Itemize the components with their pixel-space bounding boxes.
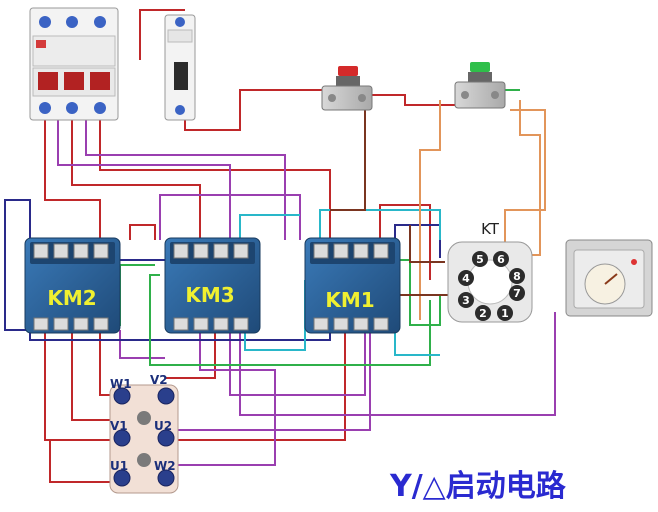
timer-pin-label: 5 bbox=[476, 253, 484, 266]
terminal-label: V2 bbox=[150, 373, 168, 387]
terminal-label: V1 bbox=[110, 419, 128, 433]
timer-pin-5: 5 bbox=[472, 251, 488, 267]
terminal-u1: U1 bbox=[110, 459, 131, 487]
timer-pin-7: 7 bbox=[509, 285, 525, 301]
breaker-lever-1[interactable] bbox=[38, 72, 58, 90]
wires-purple bbox=[57, 118, 556, 466]
timer-pin-3: 3 bbox=[458, 292, 474, 308]
timer-label: KT bbox=[481, 220, 500, 238]
terminal-label: U2 bbox=[154, 419, 172, 433]
breaker-lever[interactable] bbox=[174, 62, 188, 90]
terminal-w1: W1 bbox=[110, 377, 132, 405]
timer-pin-4: 4 bbox=[458, 270, 474, 286]
timer-pin-6: 6 bbox=[493, 251, 509, 267]
timer-pin-1: 1 bbox=[497, 305, 513, 321]
stop-button[interactable] bbox=[321, 66, 373, 111]
contactor-km3: KM3 bbox=[164, 237, 261, 334]
terminal-label: W2 bbox=[154, 459, 176, 473]
motor-terminal-block bbox=[109, 384, 179, 494]
terminal-u2: U2 bbox=[154, 419, 175, 447]
timer-pin-label: 2 bbox=[479, 307, 487, 320]
breaker-logo-mark bbox=[36, 40, 46, 48]
timer-relay-unit bbox=[565, 239, 653, 317]
three-pole-breaker bbox=[29, 7, 119, 121]
wires bbox=[4, 9, 556, 483]
timer-pin-label: 3 bbox=[462, 294, 470, 307]
timer-pin-8: 8 bbox=[509, 268, 525, 284]
terminal-v1: V1 bbox=[110, 419, 131, 447]
contactor-km3-label: KM3 bbox=[185, 283, 234, 307]
terminal-w2: W2 bbox=[154, 459, 176, 487]
wires-orange bbox=[419, 100, 546, 320]
timer-pin-label: 1 bbox=[501, 307, 509, 320]
contactor-km2: KM2 bbox=[24, 237, 121, 334]
contactor-km1: KM1 bbox=[304, 237, 401, 334]
diagram-caption: Y/△启动电路 bbox=[389, 469, 567, 504]
timer-pin-label: 4 bbox=[462, 272, 470, 285]
terminal-v2: V2 bbox=[150, 373, 175, 405]
single-pole-breaker bbox=[164, 14, 196, 121]
contactor-km1-label: KM1 bbox=[325, 288, 374, 312]
breaker-lever-3[interactable] bbox=[90, 72, 110, 90]
breaker-lever-2[interactable] bbox=[64, 72, 84, 90]
timer-pin-label: 6 bbox=[497, 253, 505, 266]
wires-red bbox=[44, 9, 460, 483]
terminal-label: W1 bbox=[110, 377, 132, 391]
start-button[interactable] bbox=[454, 62, 506, 109]
timer-pin-label: 7 bbox=[513, 287, 521, 300]
timer-pin-label: 8 bbox=[513, 270, 521, 283]
timer-pin-2: 2 bbox=[475, 305, 491, 321]
contactor-km2-label: KM2 bbox=[47, 286, 96, 310]
terminal-label: U1 bbox=[110, 459, 128, 473]
